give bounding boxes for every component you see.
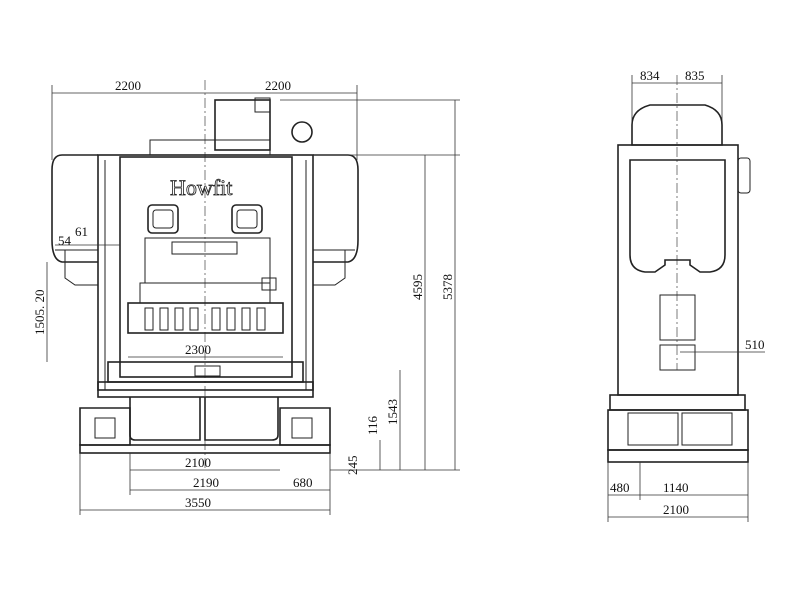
dim-side-1140: 1140 <box>663 480 689 495</box>
dim-54: 54 <box>58 233 72 248</box>
dim-116: 116 <box>365 415 380 435</box>
dim-side-top-left: 834 <box>640 68 660 83</box>
dim-overall-width: 3550 <box>185 495 211 510</box>
dim-base-680: 680 <box>293 475 313 490</box>
dim-4595: 4595 <box>410 274 425 300</box>
dim-side-overall: 2100 <box>663 502 689 517</box>
dim-base-2100: 2100 <box>185 455 211 470</box>
side-view: 834 835 510 480 1140 2100 <box>607 68 765 522</box>
dim-base-2190: 2190 <box>193 475 219 490</box>
dim-top-left: 2200 <box>115 78 141 93</box>
dim-side-top-right: 835 <box>685 68 705 83</box>
dim-61: 61 <box>75 224 88 239</box>
front-view: 2200 2200 Howfit <box>32 78 460 515</box>
brand-logo: Howfit <box>170 175 232 200</box>
dim-245: 245 <box>345 456 360 476</box>
dim-top-right: 2200 <box>265 78 291 93</box>
dim-side-height: 1505. 20 <box>32 290 47 336</box>
dim-5378: 5378 <box>440 274 455 300</box>
dim-510: 510 <box>745 337 765 352</box>
dim-1543: 1543 <box>385 399 400 425</box>
dim-side-480: 480 <box>610 480 630 495</box>
dim-bolster: 2300 <box>185 342 211 357</box>
